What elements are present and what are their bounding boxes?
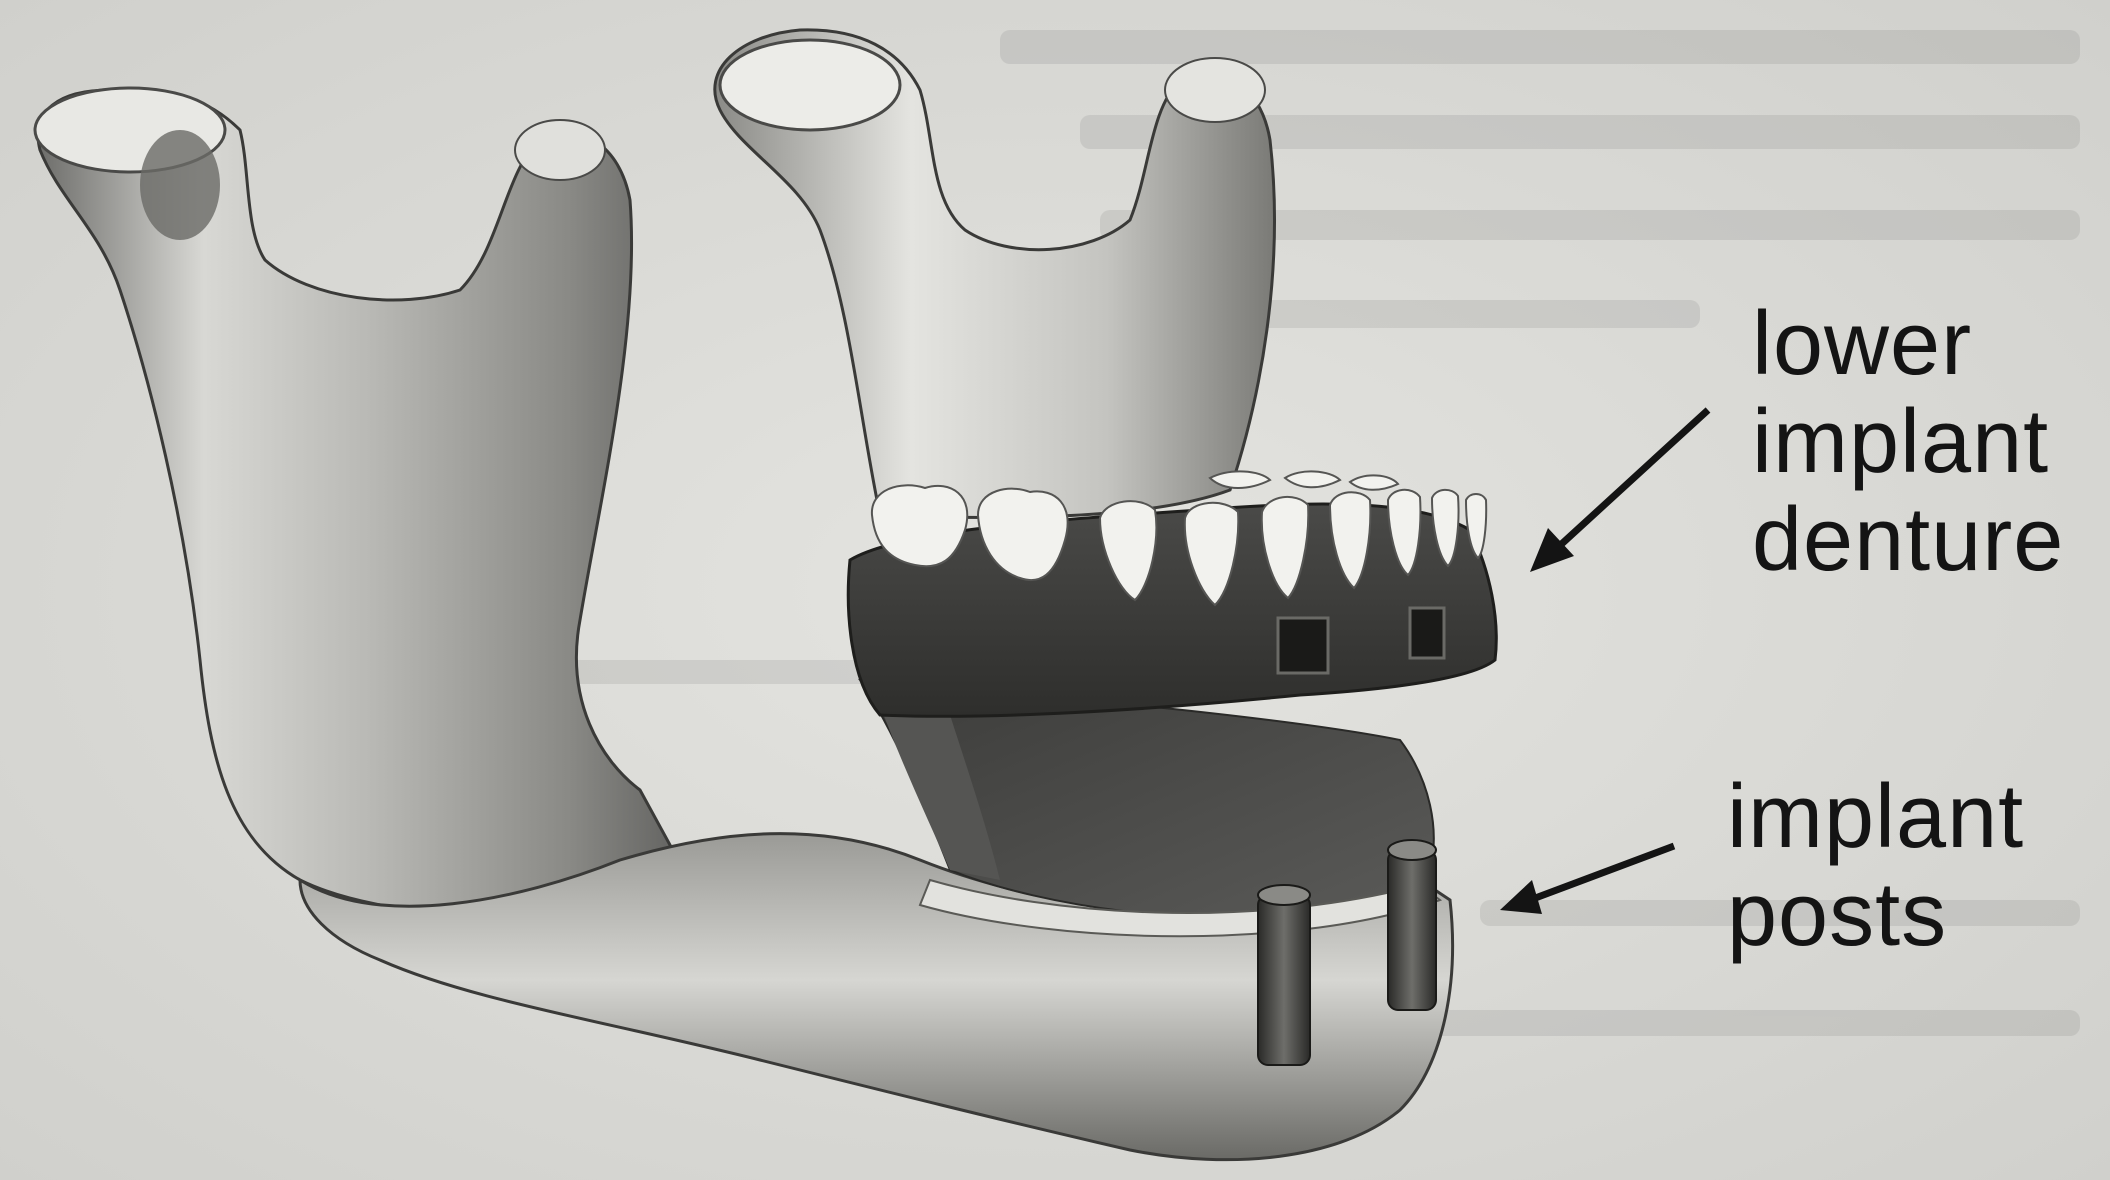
implant-post-2 — [1388, 850, 1436, 1010]
label-line: denture — [1752, 491, 2064, 589]
left-coronoid — [515, 120, 605, 180]
label-line: implant — [1727, 768, 2024, 866]
denture-attachment-2 — [1410, 608, 1444, 658]
implant-post-1 — [1258, 895, 1310, 1065]
lower-implant-denture-label: lower implant denture — [1752, 295, 2064, 589]
label-line: lower — [1752, 295, 2064, 393]
right-condyle — [720, 40, 900, 130]
denture-attachment-1 — [1278, 618, 1328, 673]
implant-posts-label: implant posts — [1727, 768, 2024, 964]
label-line: implant — [1752, 393, 2064, 491]
label-line: posts — [1727, 866, 2024, 964]
right-coronoid — [1165, 58, 1265, 122]
